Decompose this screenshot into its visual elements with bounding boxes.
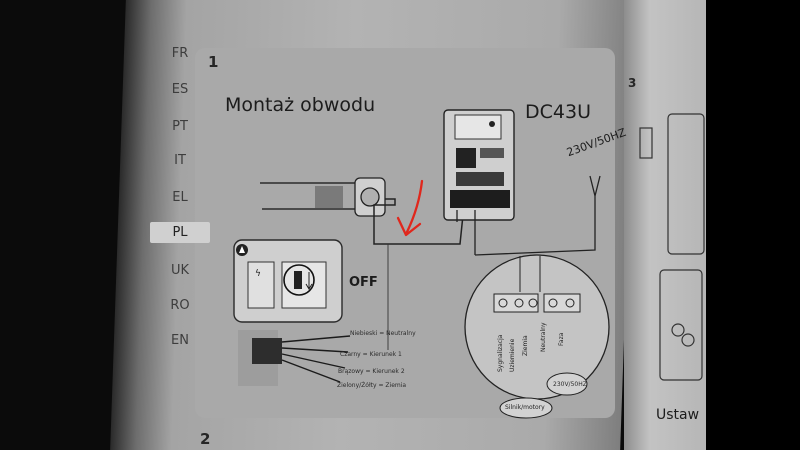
wire-label-green-yellow: Zielony/Żółty = Ziemia xyxy=(337,382,407,389)
lang-tab-fr: FR xyxy=(171,46,189,61)
next-page-diagram xyxy=(639,113,705,381)
red-arrow-annotation xyxy=(396,179,424,237)
terminal-label-phase: Faza xyxy=(558,332,565,346)
lang-tab-pt: PT xyxy=(172,119,188,134)
wire-label-brown: Brązowy = Kierunek 2 xyxy=(338,368,405,375)
motor-cable xyxy=(373,198,464,245)
motor-head xyxy=(354,177,386,217)
model-label: DC43U xyxy=(525,101,591,123)
step-number-1: 1 xyxy=(208,53,219,71)
right-manual-page xyxy=(624,0,710,450)
step-number-2: 2 xyxy=(200,430,211,448)
dc43u-controller xyxy=(443,109,515,255)
terminal-block xyxy=(464,254,610,419)
step-number-3: 3 xyxy=(628,76,637,90)
supply-cable xyxy=(474,175,601,256)
lang-tab-es: ES xyxy=(171,82,189,97)
motor-tube xyxy=(260,182,356,210)
lang-tab-pl: PL xyxy=(150,222,210,243)
wire-label-black: Czarny = Kierunek 1 xyxy=(340,351,402,358)
svg-text:ϟ: ϟ xyxy=(255,269,261,279)
lang-tab-uk: UK xyxy=(170,263,190,278)
page-title: Montaż obwodu xyxy=(225,94,376,116)
motor-label-band xyxy=(315,186,343,208)
lang-tab-el: EL xyxy=(172,190,188,205)
terminal-label-earth: Ziemia xyxy=(522,335,529,356)
dark-background xyxy=(706,0,800,450)
wire-label-blue: Niebieski = Neutralny xyxy=(350,330,416,337)
lang-tab-ro: RO xyxy=(170,298,190,313)
terminal-label-neutral: Neutralny xyxy=(540,322,547,353)
wire-bundle xyxy=(238,330,351,386)
lang-tab-en: EN xyxy=(171,333,189,348)
terminal-label-grounding: Uziemienie xyxy=(509,338,516,372)
motor-bubble-label: Silnik/motory xyxy=(505,404,545,411)
switch-off-label: OFF xyxy=(349,275,378,290)
next-page-heading-fragment: Ustaw xyxy=(656,407,700,423)
breaker-box: ϟ xyxy=(233,239,343,323)
lang-tab-it: IT xyxy=(174,153,186,168)
supply-bubble-label: 230V/50HZ xyxy=(553,381,587,388)
terminal-label-signal: Sygnalizacja xyxy=(497,334,504,372)
